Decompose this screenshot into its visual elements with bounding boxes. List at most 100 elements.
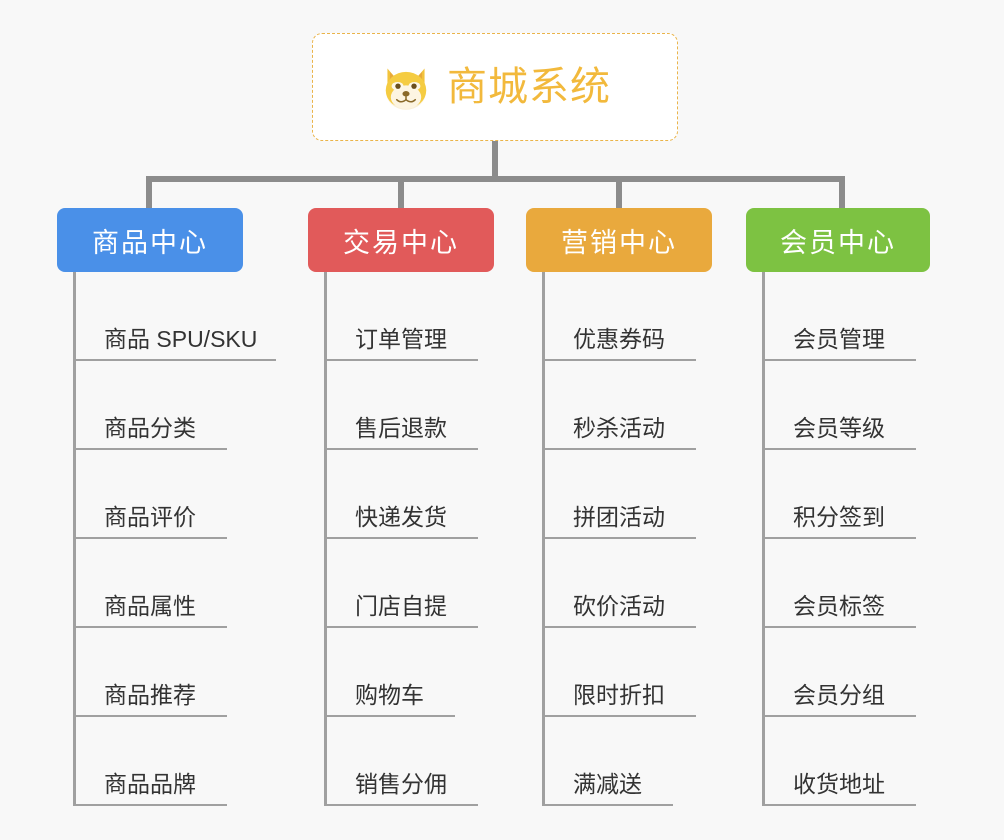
list-item[interactable]: 优惠券码 [542,272,712,361]
list-item[interactable]: 门店自提 [324,539,494,628]
list-item-label: 会员等级 [793,414,885,441]
shiba-dog-icon [379,60,433,114]
branch-header-label: 会员中心 [780,227,896,258]
list-item[interactable]: 商品推荐 [73,628,243,717]
list-item-label: 商品评价 [104,503,196,530]
list-item-label: 会员管理 [793,325,885,352]
leaf-underline [542,626,696,628]
list-item[interactable]: 拼团活动 [542,450,712,539]
list-item[interactable]: 购物车 [324,628,494,717]
list-item-label: 拼团活动 [573,503,665,530]
branch-spine [762,272,765,806]
branch-column-4: 会员中心 会员管理 会员等级 积分签到 会员标签 [746,208,930,806]
list-item[interactable]: 商品品牌 [73,717,243,806]
branch-items-2: 订单管理 售后退款 快递发货 门店自提 购物车 [308,272,494,806]
list-item-label: 积分签到 [793,503,885,530]
list-item[interactable]: 销售分佣 [324,717,494,806]
list-item-label: 商品属性 [104,592,196,619]
list-item[interactable]: 收货地址 [762,717,930,806]
leaf-underline [73,804,227,806]
list-item-label: 购物车 [355,681,424,708]
branch-column-3: 营销中心 优惠券码 秒杀活动 拼团活动 砍价活动 [526,208,712,806]
leaf-underline [73,448,227,450]
leaf-underline [762,715,916,717]
leaf-underline [762,359,916,361]
connector-horizontal-bar [146,176,845,182]
connector-drop-1 [398,176,404,210]
leaf-underline [542,804,673,806]
list-item[interactable]: 砍价活动 [542,539,712,628]
list-item-label: 商品推荐 [104,681,196,708]
list-item[interactable]: 订单管理 [324,272,494,361]
leaf-underline [73,626,227,628]
list-item-label: 收货地址 [793,770,885,797]
connector-drop-0 [146,176,152,210]
list-item[interactable]: 限时折扣 [542,628,712,717]
list-item-label: 售后退款 [355,414,447,441]
leaf-underline [324,804,478,806]
list-item-label: 商品分类 [104,414,196,441]
list-item-label: 满减送 [573,770,642,797]
leaf-underline [762,448,916,450]
connector-drop-2 [616,176,622,210]
leaf-underline [762,537,916,539]
list-item[interactable]: 商品 SPU/SKU [73,272,276,361]
leaf-underline [73,715,227,717]
list-item-label: 秒杀活动 [573,414,665,441]
list-item[interactable]: 商品分类 [73,361,243,450]
branch-header-label: 交易中心 [343,227,459,258]
leaf-underline [542,359,696,361]
leaf-underline [324,626,478,628]
list-item-label: 销售分佣 [355,770,447,797]
list-item[interactable]: 商品属性 [73,539,243,628]
list-item-label: 商品品牌 [104,770,196,797]
branch-header-2[interactable]: 交易中心 [308,208,494,272]
leaf-underline [762,626,916,628]
branch-items-4: 会员管理 会员等级 积分签到 会员标签 会员分组 [746,272,930,806]
list-item-label: 限时折扣 [573,681,665,708]
branch-header-label: 营销中心 [561,227,677,258]
connector-drop-3 [839,176,845,210]
list-item[interactable]: 售后退款 [324,361,494,450]
leaf-underline [324,448,478,450]
list-item[interactable]: 积分签到 [762,450,930,539]
list-item-label: 订单管理 [355,325,447,352]
list-item-label: 商品 SPU/SKU [104,325,258,352]
list-item[interactable]: 会员等级 [762,361,930,450]
branch-spine [324,272,327,806]
list-item[interactable]: 快递发货 [324,450,494,539]
list-item-label: 门店自提 [355,592,447,619]
leaf-underline [542,537,696,539]
root-title: 商城系统 [447,65,611,109]
list-item[interactable]: 满减送 [542,717,712,806]
leaf-underline [762,804,916,806]
branch-header-label: 商品中心 [92,227,208,258]
leaf-underline [324,715,455,717]
list-item-label: 砍价活动 [573,592,665,619]
branch-header-1[interactable]: 商品中心 [57,208,243,272]
branch-items-3: 优惠券码 秒杀活动 拼团活动 砍价活动 限时折扣 [526,272,712,806]
leaf-underline [73,537,227,539]
root-node[interactable]: 商城系统 [312,33,678,141]
list-item[interactable]: 秒杀活动 [542,361,712,450]
branch-column-2: 交易中心 订单管理 售后退款 快递发货 门店自提 [308,208,494,806]
branch-column-1: 商品中心 商品 SPU/SKU 商品分类 商品评价 商品属 [57,208,276,806]
list-item[interactable]: 会员标签 [762,539,930,628]
branch-header-4[interactable]: 会员中心 [746,208,930,272]
branch-header-3[interactable]: 营销中心 [526,208,712,272]
leaf-underline [324,537,478,539]
branch-spine [542,272,545,806]
list-item[interactable]: 会员分组 [762,628,930,717]
list-item[interactable]: 会员管理 [762,272,930,361]
list-item-label: 会员分组 [793,681,885,708]
list-item[interactable]: 商品评价 [73,450,243,539]
branch-items-1: 商品 SPU/SKU 商品分类 商品评价 商品属性 商品推荐 [57,272,276,806]
leaf-underline [324,359,478,361]
connector-root-stem [492,141,498,179]
branch-spine [73,272,76,806]
leaf-underline [73,359,276,361]
list-item-label: 快递发货 [355,503,447,530]
list-item-label: 会员标签 [793,592,885,619]
list-item-label: 优惠券码 [573,325,665,352]
